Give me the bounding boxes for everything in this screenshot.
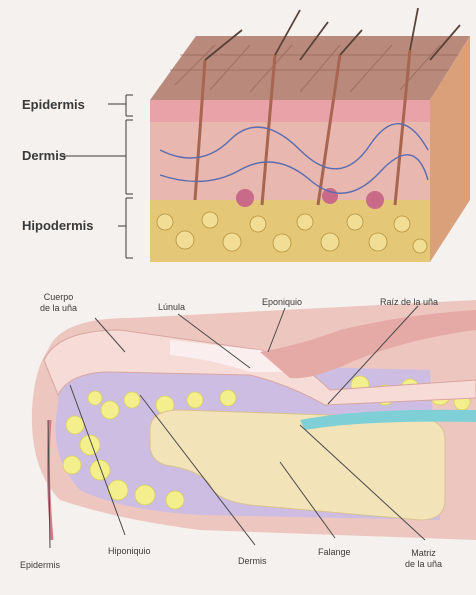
nail-label-falange: Falange <box>318 547 351 558</box>
skin-hypodermis-layer <box>150 200 430 262</box>
nail-label-hiponiquio: Hiponiquio <box>108 546 151 557</box>
nail-label-cuerpo-line2: de la uña <box>40 303 77 314</box>
skin-epidermis-layer <box>150 100 430 122</box>
nail-label-matriz: Matriz de la uña <box>405 548 442 570</box>
nail-label-epidermis: Epidermis <box>20 560 60 571</box>
nail-label-lunula: Lúnula <box>158 302 185 313</box>
skin-label-brackets <box>62 95 133 258</box>
skin-label-hipodermis: Hipodermis <box>22 218 94 233</box>
skin-label-dermis: Dermis <box>22 148 66 163</box>
nail-label-eponiquio: Eponiquio <box>262 297 302 308</box>
skin-block <box>150 8 470 262</box>
nail-cross-section <box>32 300 476 540</box>
skin-dermis-layer <box>150 122 430 200</box>
nail-label-matriz-line1: Matriz <box>405 548 442 559</box>
nail-label-cuerpo-line1: Cuerpo <box>40 292 77 303</box>
nail-label-dermis: Dermis <box>238 556 267 567</box>
skin-label-epidermis: Epidermis <box>22 97 85 112</box>
nail-label-raiz: Raíz de la uña <box>380 297 438 308</box>
nail-label-cuerpo: Cuerpo de la uña <box>40 292 77 314</box>
nail-label-matriz-line2: de la uña <box>405 559 442 570</box>
